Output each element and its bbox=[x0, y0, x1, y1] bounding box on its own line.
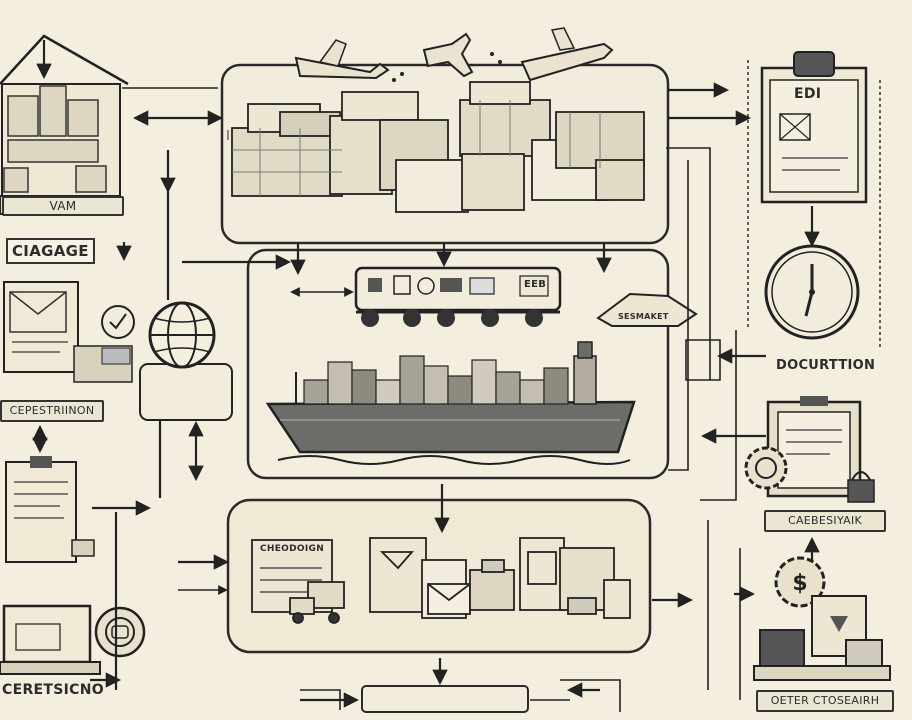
edi-clipboard-icon bbox=[760, 51, 868, 204]
cargo-boxes-icon bbox=[231, 81, 645, 213]
coin-badge-icon bbox=[94, 606, 146, 658]
warehouse-icon bbox=[0, 34, 129, 215]
container-ship-icon bbox=[265, 341, 636, 465]
shipping-hub-panel bbox=[246, 248, 670, 480]
rail-car-code-label: EEB bbox=[524, 279, 547, 290]
clipboard-icon bbox=[5, 456, 95, 563]
documents-and-trucks-icon bbox=[251, 537, 631, 624]
truck-panel-icon bbox=[596, 292, 698, 327]
certification-label: CERETSICNO bbox=[2, 682, 104, 698]
truck-panel-label: SESMAKET bbox=[618, 312, 669, 321]
garage-label: CIAGAGE bbox=[6, 238, 95, 264]
check-badge-icon bbox=[101, 305, 135, 339]
svg-text:$: $ bbox=[792, 571, 807, 596]
edi-doc-label: EDI bbox=[794, 86, 822, 102]
airplane-icon bbox=[294, 27, 614, 82]
order-station-label: OETER CTOSEAIRH bbox=[756, 690, 894, 712]
payment-gear-icon: $ bbox=[774, 556, 826, 608]
documentation-label: DOCURTTION bbox=[776, 358, 876, 373]
checklist-label: CHEODOIGN bbox=[260, 544, 325, 554]
clock-icon bbox=[764, 244, 860, 340]
output-bar bbox=[361, 685, 529, 713]
documentation-clipboard-icon bbox=[766, 396, 862, 498]
garage-document-icon bbox=[3, 281, 133, 383]
flow-connectors bbox=[32, 40, 881, 712]
warehouse-label: VAM bbox=[2, 196, 124, 216]
gear-lock-icon bbox=[744, 446, 875, 503]
registration-label: CEPESTRIINON bbox=[0, 400, 104, 422]
globe-icon bbox=[139, 301, 233, 421]
rail-car-icon bbox=[354, 266, 562, 327]
order-station-icon bbox=[753, 595, 891, 681]
dispatch-label: CAEBESIYAIK bbox=[764, 510, 886, 532]
laptop-icon bbox=[0, 604, 101, 675]
